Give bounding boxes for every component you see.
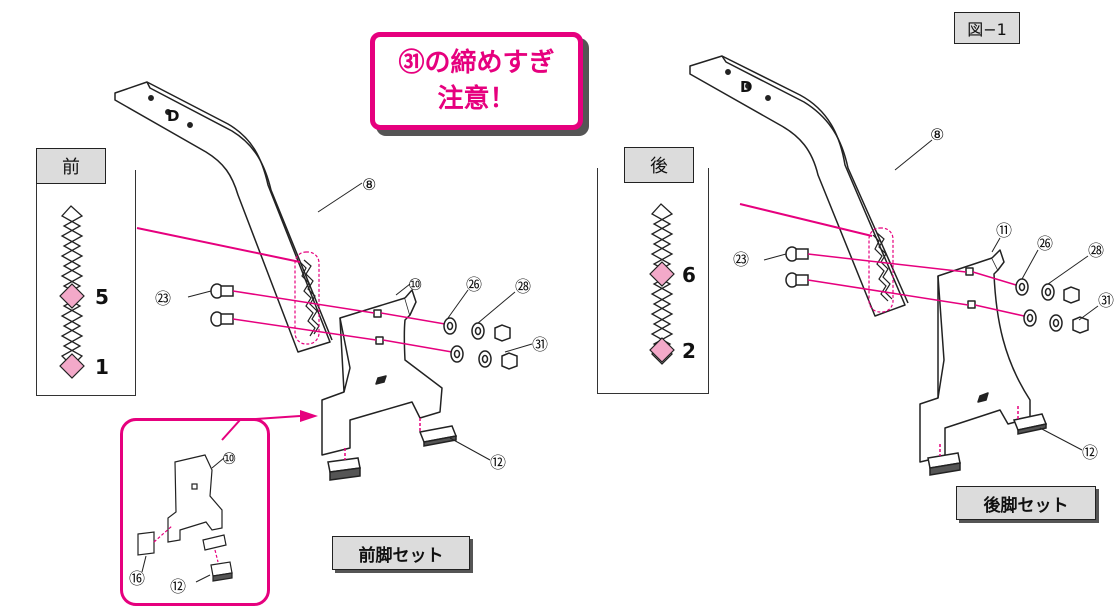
part-label-10-inset: ⑩ bbox=[222, 449, 236, 468]
rear-hole-panel bbox=[597, 168, 709, 394]
rear-leaders bbox=[763, 139, 1099, 451]
part-label-8-front: ⑧ bbox=[362, 175, 376, 194]
front-hole-markers bbox=[59, 283, 85, 379]
front-bolt-23 bbox=[210, 283, 234, 327]
part-label-8-rear: ⑧ bbox=[930, 125, 944, 144]
part-label-23-rear: ㉓ bbox=[733, 250, 749, 269]
figure-label: 図−1 bbox=[954, 12, 1020, 44]
rear-arm-letter: D bbox=[740, 78, 752, 96]
part-label-31-front: ㉛ bbox=[532, 335, 548, 354]
front-bolt-line-1 bbox=[232, 290, 375, 314]
part-label-28-front: ㉘ bbox=[515, 277, 531, 296]
part-label-12-inset: ⑫ bbox=[170, 577, 186, 596]
front-arm-letter: D bbox=[167, 107, 179, 125]
bracket-detail-inset bbox=[120, 418, 270, 606]
front-arm-part-8 bbox=[114, 81, 333, 353]
rear-title: 後 bbox=[624, 147, 694, 183]
rear-arm-part-8 bbox=[689, 55, 909, 317]
warning-line-1: ㉛の締めすぎ bbox=[398, 48, 555, 78]
front-slot-leader bbox=[136, 227, 301, 263]
rear-slot-leader bbox=[739, 203, 873, 237]
front-title: 前 bbox=[36, 148, 106, 184]
front-feet-part-12 bbox=[327, 425, 458, 481]
rear-hole-upper: 6 bbox=[682, 263, 696, 287]
rear-hole-markers bbox=[649, 261, 675, 363]
part-label-26-front: ㉖ bbox=[466, 275, 482, 294]
overtighten-warning: ㉛の締めすぎ 注意！ bbox=[370, 32, 583, 130]
part-label-31-rear: ㉛ bbox=[1098, 291, 1114, 310]
rear-washers bbox=[1015, 278, 1089, 334]
front-hole-panel bbox=[36, 170, 136, 396]
front-bolt-line-2 bbox=[232, 318, 377, 341]
rear-hole-diagram bbox=[650, 203, 674, 365]
rear-feet-part-12 bbox=[927, 413, 1048, 476]
rear-set-label: 後脚セット bbox=[956, 486, 1096, 520]
part-label-12-rear: ⑫ bbox=[1082, 443, 1098, 462]
part-label-12-front: ⑫ bbox=[490, 453, 506, 472]
part-label-11-rear: ⑪ bbox=[996, 221, 1012, 240]
part-label-28-rear: ㉘ bbox=[1088, 241, 1104, 260]
rear-hole-lower: 2 bbox=[682, 339, 696, 363]
front-washers bbox=[443, 317, 518, 370]
rear-bolt-23 bbox=[785, 246, 809, 288]
part-label-23-front: ㉓ bbox=[155, 289, 171, 308]
front-set-label: 前脚セット bbox=[332, 536, 470, 570]
part-numbers: ⑧ ⑩ ㉖ ㉘ ㉛ ㉓ ⑫ ⑩ ⑯ ⑫ ⑧ ⑪ ㉖ ㉘ ㉛ ㉓ ⑫ bbox=[129, 125, 1114, 596]
front-leaders bbox=[187, 182, 533, 461]
front-hole-lower: 1 bbox=[95, 355, 109, 379]
part-label-26-rear: ㉖ bbox=[1037, 234, 1053, 253]
front-arm-slot bbox=[294, 251, 320, 345]
warning-line-2: 注意！ bbox=[437, 84, 516, 114]
front-bracket-part-10 bbox=[321, 289, 443, 456]
rear-arm-slot bbox=[868, 227, 894, 313]
inset-bracket-detail bbox=[137, 454, 233, 582]
rear-bracket-part-11 bbox=[919, 249, 1031, 463]
part-label-10-front: ⑩ bbox=[408, 275, 422, 294]
front-hole-upper: 5 bbox=[95, 285, 109, 309]
part-label-16-inset: ⑯ bbox=[129, 569, 145, 588]
